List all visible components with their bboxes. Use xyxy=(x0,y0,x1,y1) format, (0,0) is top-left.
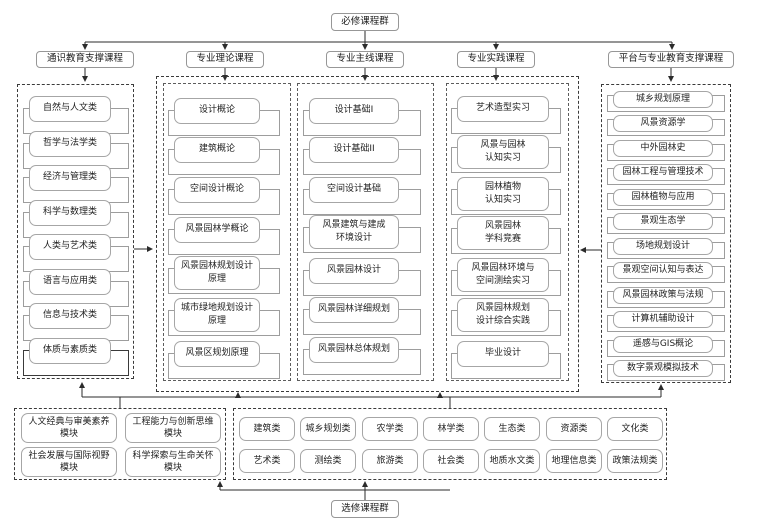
module-node: 科学探索与生命关怀 模块 xyxy=(125,447,221,477)
course-node: 城乡规划原理 xyxy=(613,91,713,108)
course-node: 经济与管理类 xyxy=(29,165,111,191)
column-general-education: 自然与人文类哲学与法学类经济与管理类科学与数理类人类与艺术类语言与应用类信息与技… xyxy=(17,84,134,379)
course-node: 风景园林政策与法规 xyxy=(613,287,713,304)
course-node: 景观空间认知与表达 xyxy=(613,262,713,279)
elective-modules-box: 人文经典与审美素养 模块工程能力与创新思维 模块社会发展与国际视野 模块科学探索… xyxy=(14,408,226,480)
course-node: 体质与素质类 xyxy=(29,338,111,364)
elective-categories-box: 建筑类城乡规划类农学类林学类生态类资源类文化类艺术类测绘类旅游类社会类地质水文类… xyxy=(233,408,667,480)
course-node: 设计概论 xyxy=(174,98,260,124)
category-node: 艺术类 xyxy=(239,449,295,473)
node-elective-course-group: 选修课程群 xyxy=(331,500,399,518)
course-node: 风景区规划原理 xyxy=(174,341,260,367)
column-professional-theory: 设计概论建筑概论空间设计概论风景园林学概论风景园林规划设计 原理城市绿地规划设计… xyxy=(163,83,291,381)
course-node: 毕业设计 xyxy=(457,341,549,367)
course-node: 风景园林设计 xyxy=(309,258,399,284)
module-node: 人文经典与审美素养 模块 xyxy=(21,413,117,443)
column-professional-practice: 艺术造型实习风景与园林 认知实习园林植物 认知实习风景园林 学科竞赛风景园林环境… xyxy=(446,83,569,381)
header-general-education-support: 通识教育支撑课程 xyxy=(36,51,134,68)
category-node: 建筑类 xyxy=(239,417,295,441)
course-node: 设计基础II xyxy=(309,137,399,163)
course-node: 艺术造型实习 xyxy=(457,96,549,122)
category-node: 生态类 xyxy=(484,417,540,441)
course-node: 科学与数理类 xyxy=(29,200,111,226)
category-node: 地质水文类 xyxy=(484,449,540,473)
course-node: 空间设计基础 xyxy=(309,177,399,203)
category-node: 旅游类 xyxy=(362,449,418,473)
course-node: 计算机辅助设计 xyxy=(613,311,713,328)
course-node: 风景与园林 认知实习 xyxy=(457,135,549,169)
category-node: 社会类 xyxy=(423,449,479,473)
course-node: 风景园林总体规划 xyxy=(309,337,399,363)
course-node: 场地规划设计 xyxy=(613,238,713,255)
course-node: 信息与技术类 xyxy=(29,303,111,329)
course-node: 园林工程与管理技术 xyxy=(613,164,713,181)
header-professional-practice: 专业实践课程 xyxy=(457,51,535,68)
course-node: 中外园林史 xyxy=(613,140,713,157)
course-node: 空间设计概论 xyxy=(174,177,260,203)
course-node: 建筑概论 xyxy=(174,137,260,163)
header-professional-mainline: 专业主线课程 xyxy=(326,51,404,68)
category-node: 地理信息类 xyxy=(546,449,602,473)
column-professional-mainline: 设计基础I 设计基础II 空间设计基础风景建筑与建成 环境设计风景园林设计风景园林详… xyxy=(297,83,434,381)
course-node: 风景园林详细规划 xyxy=(309,297,399,323)
header-professional-theory: 专业理论课程 xyxy=(186,51,264,68)
course-node: 哲学与法学类 xyxy=(29,131,111,157)
course-node: 数字景观模拟技术 xyxy=(613,360,713,377)
course-node: 人类与艺术类 xyxy=(29,234,111,260)
course-node: 设计基础I xyxy=(309,98,399,124)
course-node: 城市绿地规划设计 原理 xyxy=(174,298,260,332)
column-platform-support: 城乡规划原理风景资源学中外园林史园林工程与管理技术园林植物与应用景观生态学场地规… xyxy=(601,84,731,383)
course-node: 风景园林学概论 xyxy=(174,217,260,243)
category-node: 政策法规类 xyxy=(607,449,663,473)
course-node: 园林植物与应用 xyxy=(613,189,713,206)
course-node: 遥感与GIS概论 xyxy=(613,336,713,353)
category-node: 城乡规划类 xyxy=(300,417,356,441)
course-node: 风景资源学 xyxy=(613,115,713,132)
category-node: 测绘类 xyxy=(300,449,356,473)
category-node: 林学类 xyxy=(423,417,479,441)
course-node: 自然与人文类 xyxy=(29,96,111,122)
course-node: 风景园林环境与 空间测绘实习 xyxy=(457,258,549,292)
course-node: 风景建筑与建成 环境设计 xyxy=(309,215,399,249)
course-node: 风景园林规划 设计综合实践 xyxy=(457,298,549,332)
course-node: 景观生态学 xyxy=(613,213,713,230)
module-node: 社会发展与国际视野 模块 xyxy=(21,447,117,477)
node-required-course-group: 必修课程群 xyxy=(331,13,399,31)
category-node: 资源类 xyxy=(546,417,602,441)
course-node: 语言与应用类 xyxy=(29,269,111,295)
category-node: 文化类 xyxy=(607,417,663,441)
course-node: 园林植物 认知实习 xyxy=(457,177,549,211)
header-platform-professional-support: 平台与专业教育支撑课程 xyxy=(608,51,734,68)
module-node: 工程能力与创新思维 模块 xyxy=(125,413,221,443)
course-node: 风景园林规划设计 原理 xyxy=(174,256,260,290)
category-node: 农学类 xyxy=(362,417,418,441)
course-node: 风景园林 学科竞赛 xyxy=(457,216,549,250)
